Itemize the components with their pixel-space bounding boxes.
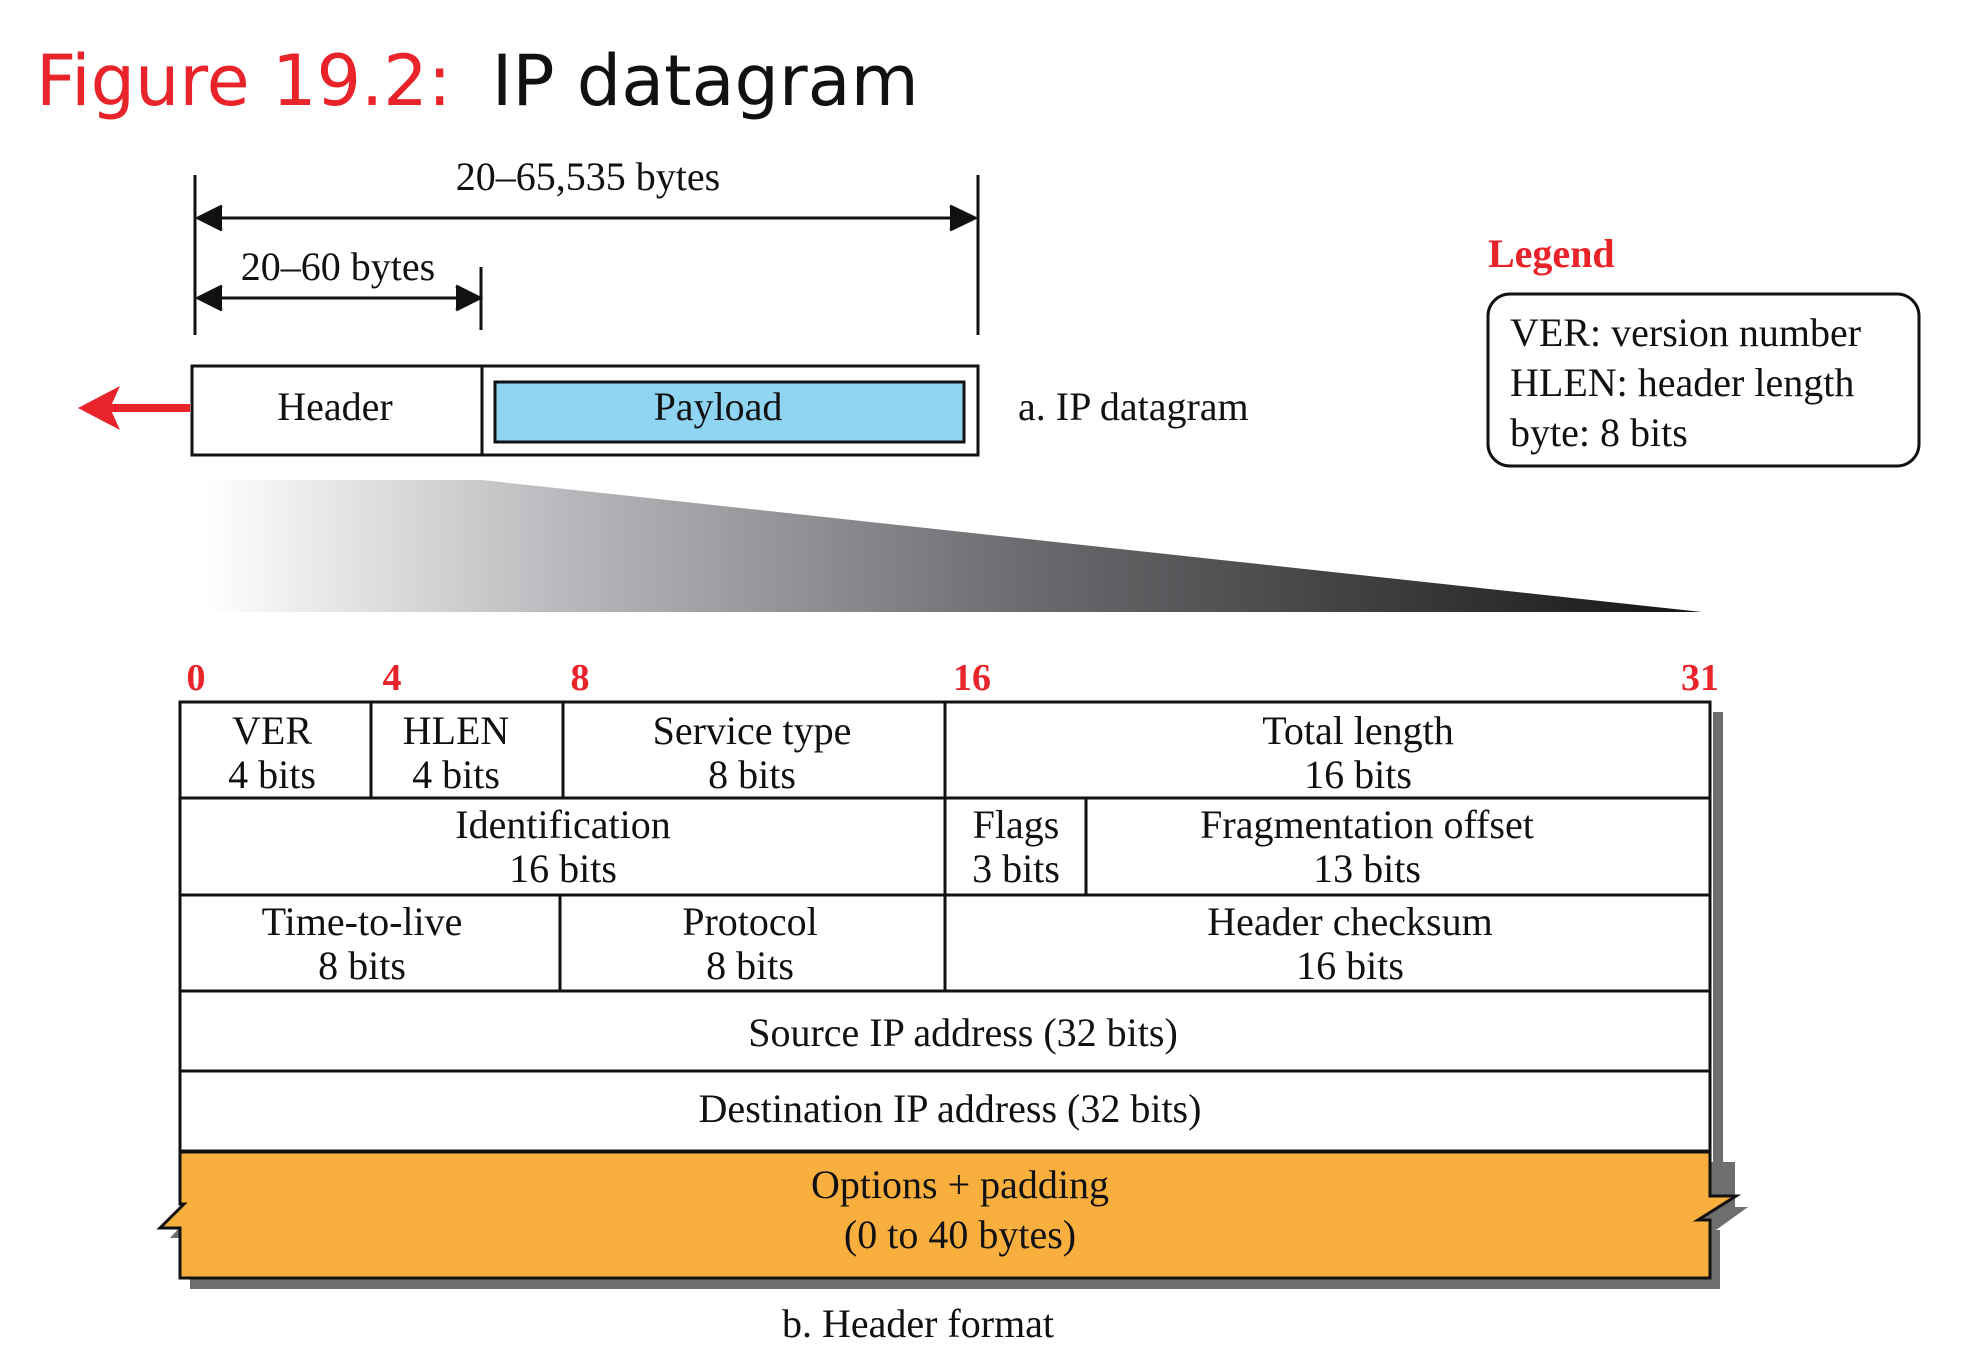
field-size: 4 bits	[228, 752, 316, 797]
field-total-length: Total length 16 bits	[1262, 708, 1454, 797]
part-a-caption: a. IP datagram	[1018, 384, 1249, 429]
payload-label: Payload	[654, 384, 783, 429]
arrow-left-icon	[78, 386, 190, 430]
field-destination-ip-address: Destination IP address (32 bits)	[699, 1086, 1202, 1131]
figure-title: Figure 19.2: IP datagram	[36, 40, 919, 122]
field-hlen: HLEN 4 bits	[403, 708, 510, 797]
header-format-table: VER 4 bits HLEN 4 bits Service type 8 bi…	[178, 700, 1723, 1168]
field-name: VER	[232, 708, 312, 753]
bit-position-4: 4	[383, 657, 402, 699]
table-shadow	[1713, 712, 1723, 1168]
options-label: Options + padding	[811, 1162, 1109, 1207]
field-options-padding: Options + padding (0 to 40 bytes)	[156, 1150, 1748, 1289]
field-size: 16 bits	[1304, 752, 1412, 797]
field-name: Time-to-live	[262, 899, 463, 944]
bit-position-31: 31	[1681, 657, 1719, 699]
field-name: Identification	[455, 802, 670, 847]
legend-line-byte: byte: 8 bits	[1510, 410, 1688, 455]
field-time-to-live: Time-to-live 8 bits	[262, 899, 463, 988]
bit-position-16: 16	[953, 657, 991, 699]
field-fragmentation-offset: Fragmentation offset 13 bits	[1200, 802, 1534, 891]
figure-title-text: IP datagram	[492, 40, 919, 122]
field-identification: Identification 16 bits	[455, 802, 670, 891]
total-length-dimension	[193, 175, 980, 335]
field-service-type: Service type 8 bits	[653, 708, 852, 797]
figure-number: Figure 19.2:	[36, 40, 451, 122]
field-name: Protocol	[682, 899, 818, 944]
field-source-ip-address: Source IP address (32 bits)	[748, 1010, 1178, 1055]
field-header-checksum: Header checksum 16 bits	[1207, 899, 1492, 988]
field-name: Flags	[973, 802, 1060, 847]
legend-line-hlen: HLEN: header length	[1510, 360, 1854, 405]
zoom-wedge	[205, 480, 1702, 612]
options-block	[156, 1150, 1742, 1280]
bit-positions: 0 4 8 16 31	[187, 657, 1720, 699]
options-size: (0 to 40 bytes)	[844, 1212, 1076, 1257]
part-b-caption: b. Header format	[782, 1301, 1054, 1346]
field-name: Fragmentation offset	[1200, 802, 1534, 847]
field-name: Service type	[653, 708, 852, 753]
field-protocol: Protocol 8 bits	[682, 899, 818, 988]
legend-title: Legend	[1488, 231, 1615, 276]
field-size: 8 bits	[708, 752, 796, 797]
field-ver: VER 4 bits	[228, 708, 316, 797]
field-name: HLEN	[403, 708, 510, 753]
field-size: 16 bits	[1296, 943, 1404, 988]
legend-box	[1486, 292, 1921, 468]
field-size: 16 bits	[509, 846, 617, 891]
field-size: 13 bits	[1313, 846, 1421, 891]
bit-position-8: 8	[571, 657, 590, 699]
bit-position-0: 0	[187, 657, 206, 699]
legend-line-ver: VER: version number	[1510, 310, 1861, 355]
field-size: 8 bits	[706, 943, 794, 988]
field-size: 4 bits	[412, 752, 500, 797]
field-name: Total length	[1262, 708, 1454, 753]
header-length-label: 20–60 bytes	[241, 244, 435, 289]
field-size: 3 bits	[972, 846, 1060, 891]
header-block-label: Header	[277, 384, 392, 429]
header-block	[190, 364, 484, 457]
total-length-label: 20–65,535 bytes	[456, 154, 720, 199]
field-name: Header checksum	[1207, 899, 1492, 944]
field-flags: Flags 3 bits	[972, 802, 1060, 891]
payload-block	[493, 380, 966, 444]
field-size: 8 bits	[318, 943, 406, 988]
header-length-dimension	[194, 267, 484, 330]
